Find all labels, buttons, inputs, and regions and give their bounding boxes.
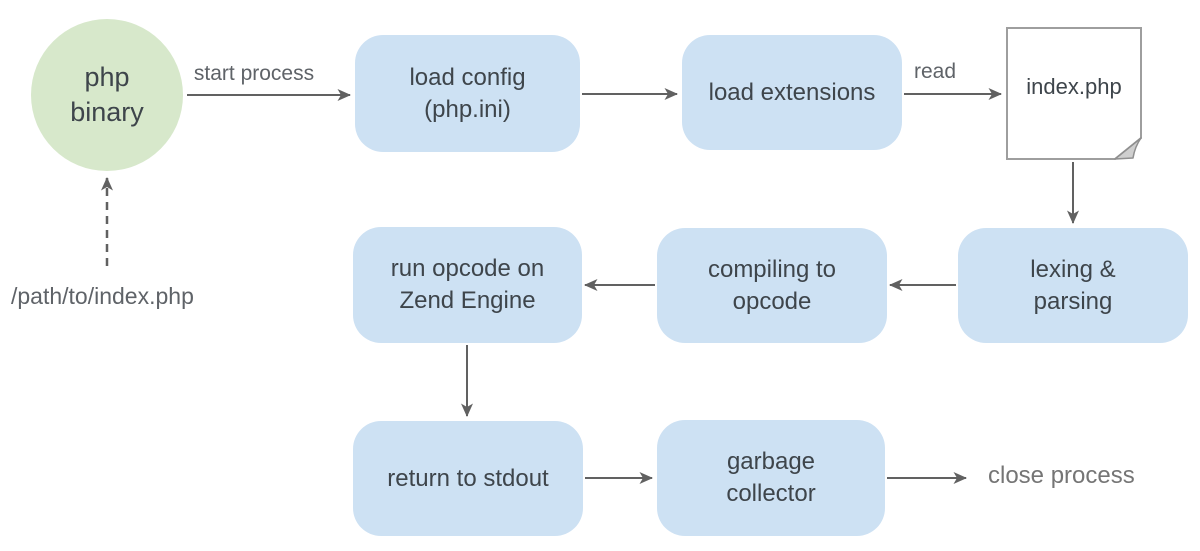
node-index-php-document: index.php	[1006, 27, 1142, 160]
node-load-config-label: load config (php.ini)	[409, 63, 526, 123]
node-compiling-to-opcode: compiling to opcode	[657, 228, 887, 343]
node-load-config: load config (php.ini)	[355, 35, 580, 152]
node-load-extensions: load extensions	[682, 35, 902, 150]
node-lexing-parsing-label: lexing & parsing	[1030, 255, 1116, 315]
edge-label-start-process: start process	[193, 62, 315, 85]
node-php-binary: php binary	[31, 19, 183, 171]
node-compiling-to-opcode-label: compiling to opcode	[707, 255, 837, 315]
edge-label-close-process: close process	[988, 462, 1135, 489]
node-run-opcode-label: run opcode on Zend Engine	[390, 255, 545, 314]
node-lexing-parsing: lexing & parsing	[958, 228, 1188, 343]
node-load-extensions-label: load extensions	[708, 78, 876, 106]
node-garbage-collector: garbage collector	[657, 420, 885, 536]
annotation-input-path: /path/to/index.php	[11, 283, 194, 309]
node-return-stdout-label: return to stdout	[387, 464, 549, 492]
node-php-binary-label: php binary	[70, 61, 144, 127]
node-run-opcode: run opcode on Zend Engine	[353, 227, 582, 343]
document-shape-icon	[1006, 27, 1142, 160]
edge-label-read: read	[913, 60, 957, 83]
node-index-php-label: index.php	[1026, 74, 1122, 99]
node-return-stdout: return to stdout	[353, 421, 583, 536]
node-garbage-collector-label: garbage collector	[726, 448, 816, 507]
